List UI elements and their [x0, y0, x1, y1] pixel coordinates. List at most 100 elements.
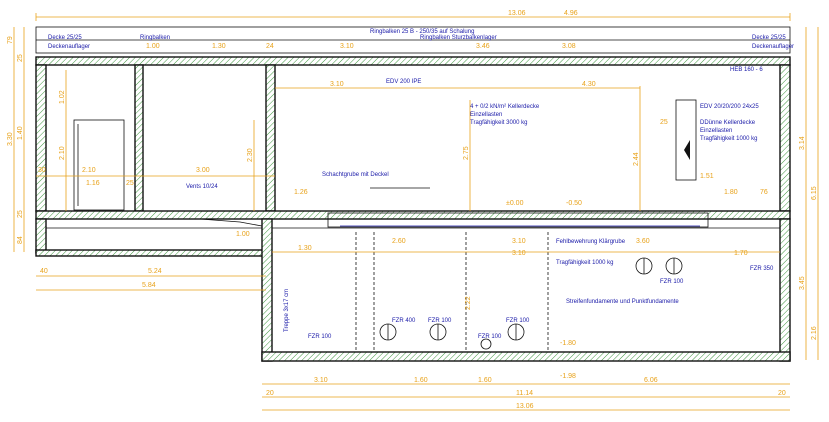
- dim-top-a: 1.00: [146, 43, 160, 50]
- left-top-label-a: Decke 25/25: [48, 35, 82, 41]
- dim-left-v5: 2.10: [59, 146, 66, 160]
- dim-bot-g: 20: [778, 390, 786, 397]
- dim-left-v2: 25: [17, 54, 24, 62]
- dim-mid-c: 3.00: [196, 167, 210, 174]
- dim-bot-h: 13.06: [516, 403, 534, 410]
- top-dimension-chain: 13.06 4.96: [35, 10, 791, 21]
- dim-mid-f: 2.75: [463, 146, 470, 160]
- dim-left-v1: 79: [7, 36, 14, 44]
- dim-bot-f: 11.14: [516, 390, 533, 397]
- upper-vertical-dimensions: 1.02 2.10 2.30 2.75 2.44: [59, 70, 641, 211]
- dim-mid-g: 2.44: [633, 152, 640, 166]
- level-zero: ±0.00: [506, 200, 524, 207]
- dim-bot-e: 20: [266, 390, 274, 397]
- dim-lower-k: 40: [40, 268, 48, 275]
- dim-top-g: 4.30: [582, 81, 596, 88]
- foundation-note: Streifenfundamente und Punktfundamente: [566, 299, 679, 305]
- lower-annotations: Fehlbewehrung Klärgrube Tragfähigkeit 10…: [556, 239, 679, 380]
- right-stair-element: [675, 99, 697, 181]
- left-top-label-b: Deckenauflager: [48, 44, 90, 50]
- ipe-note: EDV 200 IPE: [386, 79, 421, 85]
- dim-lower-a: 1.30: [298, 245, 312, 252]
- beam-right-note: Ringbalken Sturzbalkenlager: [420, 35, 497, 41]
- dim-lower-e: 3.60: [636, 238, 650, 245]
- dim-bot-a: 3.10: [314, 377, 328, 384]
- left-exterior-wall: [35, 64, 47, 212]
- dim-lower-b: 2.60: [392, 238, 406, 245]
- lower-dimensions: 1.30 2.60 3.10 3.10 3.60 1.70 2.22 40 5.…: [36, 231, 780, 310]
- right-top-label-b: Deckenauflager: [752, 44, 794, 50]
- dim-mid-h: 1.51: [700, 173, 714, 180]
- dim-mid-k: 76: [760, 189, 768, 196]
- upper-annotations: 4 + 0/2 kN/m² Kellerdecke Einzellasten T…: [186, 79, 759, 190]
- right-note-4: Tragfähigkeit 1000 kg: [700, 136, 757, 142]
- dim-bot-c: 1.60: [478, 377, 492, 384]
- level-minus-198: -1.98: [560, 373, 576, 380]
- right-exterior-wall: [779, 64, 791, 212]
- dim-mid-i: 1.80: [724, 189, 738, 196]
- dim-mid-d: 2.30: [247, 148, 254, 162]
- dim-lower-c: 3.10: [512, 238, 526, 245]
- drain-circles: [379, 257, 683, 350]
- drain-4: [480, 338, 492, 350]
- beam-top-label: Ringbalken 25 B - 250/35 auf Schalung: [370, 29, 474, 35]
- ceiling-slab: [35, 56, 791, 66]
- dim-lower-h: 5.24: [148, 268, 162, 275]
- fzr-label-1: FZR 100: [308, 334, 332, 340]
- dim-lower-v2: 2.16: [811, 326, 818, 340]
- pit-channel: [327, 212, 709, 228]
- fzr-label-6: FZR 100: [660, 279, 684, 285]
- dim-left-v3: 1.40: [17, 126, 24, 140]
- dim-mid-e: 1.26: [294, 189, 308, 196]
- lower-note-2: Tragfähigkeit 1000 kg: [556, 260, 613, 266]
- fzr-label-2: FZR 400: [392, 318, 416, 324]
- dim-top-f: 3.08: [562, 43, 576, 50]
- ring-beam-band: Ringbalken 25 B - 250/35 auf Schalung Ri…: [35, 26, 794, 54]
- fzr-label-3: FZR 100: [428, 318, 452, 324]
- fzr-labels: FZR 100 FZR 400 FZR 100 FZR 100 FZR 100 …: [308, 266, 774, 340]
- dim-lower-v4: 3.45: [799, 276, 806, 290]
- right-note-1: EDV 20/20/200 24x25: [700, 104, 759, 110]
- stair-label: Treppe 3x17 cm: [284, 289, 290, 332]
- dim-lower-v3: 3.14: [799, 136, 806, 150]
- dim-mid-l: 25: [126, 180, 134, 187]
- fzr-label-7: FZR 350: [750, 266, 774, 272]
- left-basement-floor: [35, 249, 267, 257]
- dim-mid-j: 25: [660, 119, 668, 126]
- dim-mid-b: 1.16: [86, 180, 100, 187]
- level-minus-half: -0.50: [566, 200, 582, 207]
- left-basement-wall-stub: [35, 218, 47, 254]
- dim-left-v8: 84: [17, 236, 24, 244]
- fzr-label-4: FZR 100: [506, 318, 530, 324]
- dim-top-total: 13.06: [508, 10, 526, 17]
- dim-top-e: 3.46: [476, 43, 490, 50]
- dim-lower-g: 2.22: [465, 296, 472, 310]
- left-top-label-c: Ringbalken: [140, 35, 170, 41]
- interior-wall-1: [134, 64, 144, 212]
- stair-ramp: [199, 218, 263, 227]
- vent-label: Vents 10/24: [186, 184, 218, 190]
- basement-right-wall: [779, 218, 791, 362]
- upper-dimensions: 3.10 4.30 2.10 1.16 3.00 1.26 1.51 1.80 …: [36, 81, 768, 196]
- right-vertical-dimensions: 3.14 6.15 3.45 2.16: [799, 27, 819, 360]
- bottom-dimension-chain: 3.10 1.60 1.60 6.06 20 11.14 20 13.06: [262, 377, 790, 411]
- window-frame-left: [73, 119, 125, 211]
- dim-lower-d: 3.10: [512, 250, 526, 257]
- dim-bot-b: 1.60: [414, 377, 428, 384]
- basement-floor-slab: [261, 351, 791, 362]
- dim-left-v4: 1.02: [59, 90, 66, 104]
- load-note-2: Einzellasten: [470, 112, 502, 118]
- dim-lower-j: 1.00: [236, 231, 250, 238]
- dim-lower-v5: 6.15: [811, 186, 818, 200]
- right-note-2: DDünne Kellerdecke: [700, 120, 756, 126]
- dim-lower-i: 5.84: [142, 282, 156, 289]
- right-note-3: Einzellasten: [700, 128, 732, 134]
- dim-top-b: 1.30: [212, 43, 226, 50]
- beam-label: HEB 160 - 6: [730, 67, 763, 73]
- load-note-1: 4 + 0/2 kN/m² Kellerdecke: [470, 104, 540, 110]
- dim-top-c: 24: [266, 43, 274, 50]
- load-note-3: Tragfähigkeit 3000 kg: [470, 120, 527, 126]
- dim-top-h: 3.10: [330, 81, 344, 88]
- right-top-label-a: Decke 25/25: [752, 35, 786, 41]
